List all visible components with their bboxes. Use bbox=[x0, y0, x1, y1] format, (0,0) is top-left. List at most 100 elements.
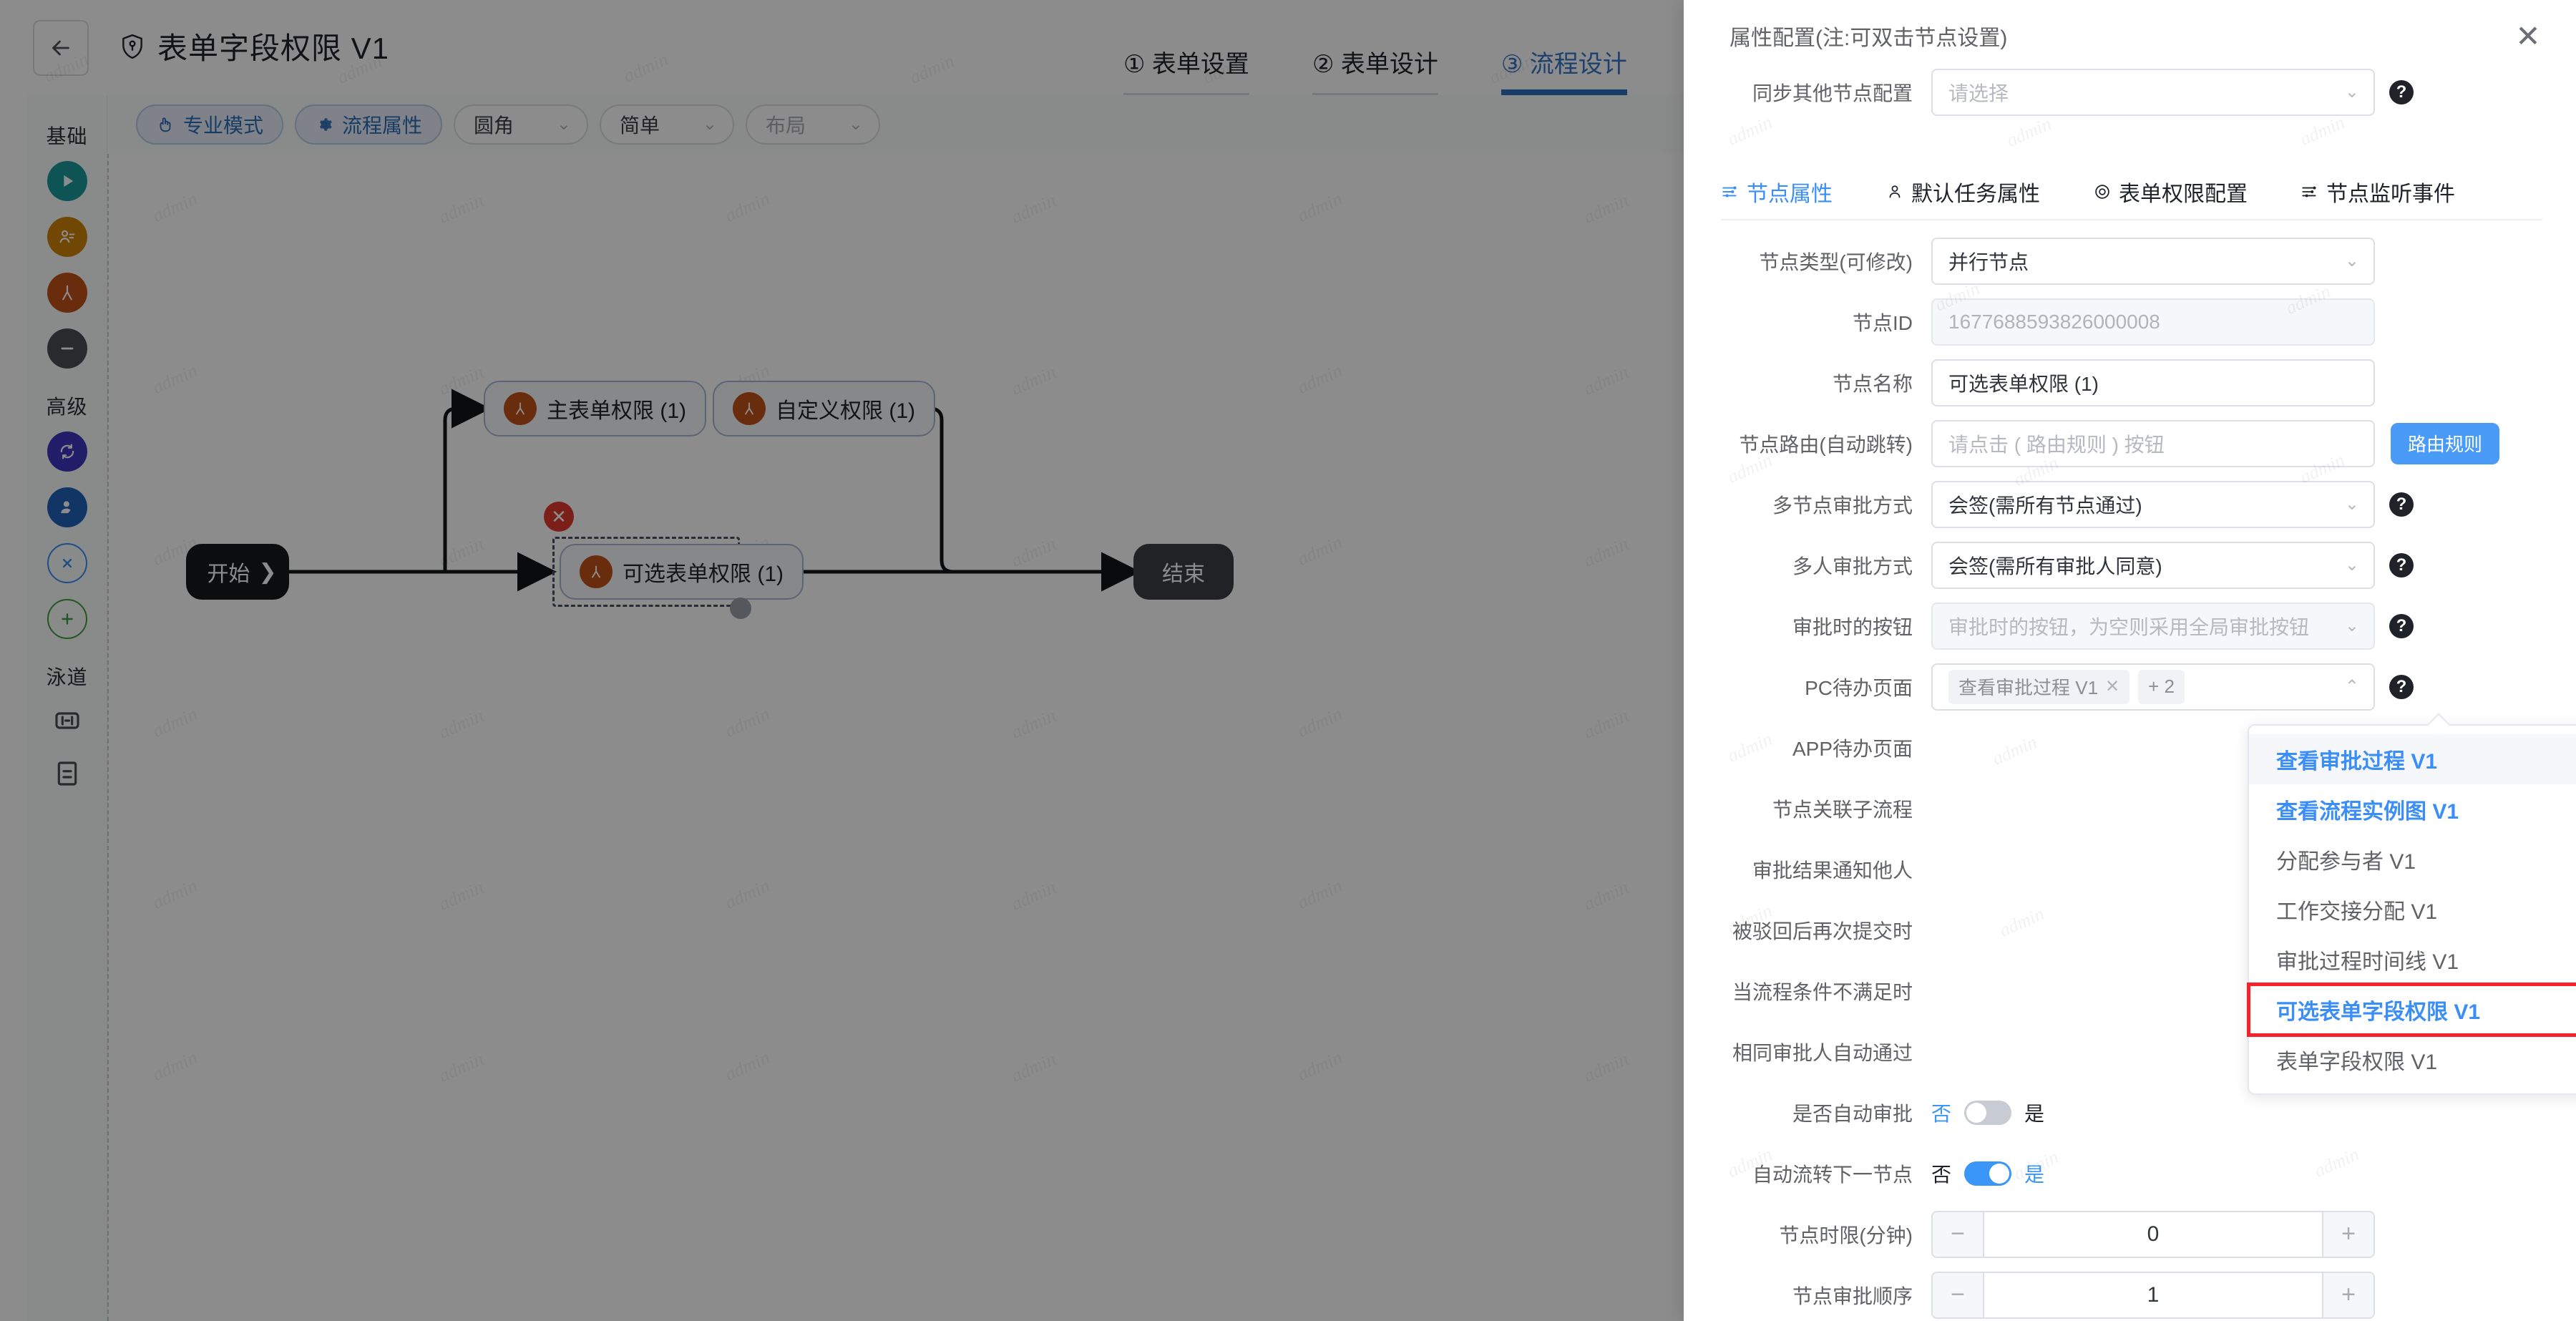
resize-handle[interactable] bbox=[730, 598, 751, 619]
tab-flow-design-label: ③ 流程设计 bbox=[1501, 51, 1627, 78]
field-multi-person-approve-label: 多人审批方式 bbox=[1792, 555, 1913, 577]
exclusive-gateway-icon[interactable] bbox=[47, 543, 87, 583]
dropdown-option-work-handover-assignment[interactable]: 工作交接分配 V1 bbox=[2249, 884, 2576, 935]
switch-knob bbox=[1966, 1102, 1987, 1123]
chevron-down-icon: ⌄ bbox=[702, 114, 718, 134]
step-tabs: ① 表单设置 ② 表单设计 ③ 流程设计 bbox=[1123, 0, 1627, 95]
switch-knob bbox=[1989, 1163, 2010, 1184]
start-node-icon[interactable] bbox=[47, 161, 87, 201]
assignee-node-icon[interactable] bbox=[47, 487, 87, 527]
sync-node-config-value: 请选择 bbox=[1948, 82, 2009, 104]
field-node-route-label: 节点路由(自动跳转) bbox=[1739, 433, 1913, 456]
app-header: 表单字段权限 V1 ① 表单设置 ② 表单设计 ③ 流程设计 admin adm… bbox=[0, 0, 1684, 95]
node-timeout-stepper: − 0 + bbox=[1931, 1210, 2375, 1258]
approve-button-placeholder: 审批时的按钮，为空则采用全局审批按钮 bbox=[1948, 615, 2310, 638]
minus-icon[interactable]: − bbox=[1933, 1272, 1984, 1317]
flow-node-start[interactable]: 开始 ❯ bbox=[186, 544, 289, 600]
sliders-icon bbox=[1722, 186, 1737, 198]
line-style-select[interactable]: 简单 ⌄ bbox=[600, 104, 735, 145]
dropdown-option-label: 工作交接分配 V1 bbox=[2276, 900, 2438, 924]
chevron-up-icon: ⌃ bbox=[2344, 676, 2359, 696]
flow-node-label: 自定义权限 (1) bbox=[776, 399, 915, 423]
tab-node-listener-events[interactable]: 节点监听事件 bbox=[2301, 176, 2455, 215]
help-icon[interactable]: ? bbox=[2389, 492, 2414, 517]
target-icon bbox=[2095, 185, 2109, 199]
rail-group-label-advanced: 高级 bbox=[46, 396, 88, 418]
tab-flow-design[interactable]: ③ 流程设计 bbox=[1501, 44, 1627, 95]
tab-underline bbox=[1312, 93, 1438, 95]
dropdown-option-form-field-permission[interactable]: 表单字段权限 V1 bbox=[2249, 1035, 2576, 1085]
field-node-route: 节点路由(自动跳转) 请点击 ( 路由规则 ) 按钮 路由规则 bbox=[1684, 413, 2576, 474]
auto-next-yes-label: 是 bbox=[2024, 1163, 2045, 1186]
end-node-icon[interactable] bbox=[47, 328, 87, 369]
dropdown-option-assign-participants[interactable]: 分配参与者 V1 bbox=[2249, 834, 2576, 884]
pc-todo-page-select[interactable]: 查看审批过程 V1 ✕ + 2 ⌃ bbox=[1931, 663, 2375, 711]
flow-properties-button[interactable]: 流程属性 bbox=[295, 104, 443, 145]
back-button[interactable] bbox=[33, 20, 89, 76]
field-notify-others-label: 审批结果通知他人 bbox=[1752, 859, 1913, 882]
tab-default-task-properties[interactable]: 默认任务属性 bbox=[1885, 176, 2040, 215]
field-node-id: 节点ID 1677688593826000008 bbox=[1684, 291, 2576, 352]
user-task-node-icon[interactable] bbox=[47, 217, 87, 257]
plus-icon[interactable]: + bbox=[2322, 1272, 2373, 1317]
dropdown-option-optional-form-field-permission[interactable]: 可选表单字段权限 V1 ✓ bbox=[2247, 983, 2576, 1037]
field-same-approver-auto-label: 相同审批人自动通过 bbox=[1732, 1041, 1913, 1064]
minus-icon[interactable]: − bbox=[1933, 1212, 1984, 1257]
flow-properties-label: 流程属性 bbox=[342, 114, 423, 137]
tab-node-properties[interactable]: 节点属性 bbox=[1721, 176, 1833, 215]
help-icon[interactable]: ? bbox=[2389, 552, 2414, 577]
flow-node-end[interactable]: 结束 bbox=[1133, 544, 1234, 600]
flow-node-custom-permission[interactable]: 自定义权限 (1) bbox=[713, 381, 935, 437]
node-type-select[interactable]: 并行节点 ⌄ bbox=[1931, 237, 2375, 285]
chevron-down-icon: ⌄ bbox=[2344, 494, 2359, 514]
node-order-value[interactable]: 1 bbox=[2147, 1282, 2160, 1307]
dropdown-option-view-approval-process[interactable]: 查看审批过程 V1 ✓ bbox=[2249, 734, 2576, 784]
tab-form-permission-config[interactable]: 表单权限配置 bbox=[2093, 176, 2248, 215]
tab-form-design[interactable]: ② 表单设计 bbox=[1312, 44, 1438, 95]
auto-approve-switch[interactable] bbox=[1964, 1100, 2012, 1125]
flow-node-optional-form-permission[interactable]: 可选表单权限 (1) bbox=[560, 544, 804, 600]
dropdown-option-approval-process-timeline[interactable]: 审批过程时间线 V1 bbox=[2249, 935, 2576, 985]
approval-node-icon[interactable] bbox=[47, 273, 87, 313]
auto-next-switch[interactable] bbox=[1964, 1161, 2012, 1186]
parallel-gateway-icon[interactable] bbox=[47, 599, 87, 639]
dropdown-option-view-process-instance-diagram[interactable]: 查看流程实例图 V1 ✓ bbox=[2249, 784, 2576, 834]
flow-canvas[interactable]: admin admin admin admin admin admin admi… bbox=[107, 154, 1684, 1321]
corner-style-select[interactable]: 圆角 ⌄ bbox=[454, 104, 589, 145]
sync-node-config-label: 同步其他节点配置 bbox=[1752, 82, 1913, 104]
close-icon[interactable]: ✕ bbox=[2515, 19, 2541, 53]
field-node-timeout-label: 节点时限(分钟) bbox=[1779, 1224, 1913, 1247]
layout-select[interactable]: 布局 ⌄ bbox=[746, 104, 881, 145]
node-name-input[interactable]: 可选表单权限 (1) bbox=[1931, 359, 2375, 406]
lane-vertical-icon[interactable] bbox=[47, 755, 87, 792]
node-route-input[interactable]: 请点击 ( 路由规则 ) 按钮 bbox=[1931, 419, 2375, 467]
dropdown-option-label: 查看流程实例图 V1 bbox=[2276, 800, 2459, 824]
node-timeout-value[interactable]: 0 bbox=[2147, 1222, 2160, 1246]
delete-node-icon[interactable]: ✕ bbox=[544, 502, 574, 532]
help-icon[interactable]: ? bbox=[2389, 80, 2414, 104]
tag-remove-icon[interactable]: ✕ bbox=[2105, 677, 2120, 696]
lane-horizontal-icon[interactable] bbox=[47, 702, 87, 739]
auto-next-no-label: 否 bbox=[1931, 1163, 1952, 1186]
layout-value: 布局 bbox=[766, 114, 806, 137]
tabs-divider bbox=[1721, 219, 2542, 220]
loop-node-icon[interactable] bbox=[47, 432, 87, 472]
approve-button-select[interactable]: 审批时的按钮，为空则采用全局审批按钮 ⌄ bbox=[1931, 602, 2375, 650]
pro-mode-button[interactable]: 专业模式 bbox=[136, 104, 284, 145]
field-pc-todo-page-label: PC待办页面 bbox=[1805, 676, 1913, 699]
sync-node-config-select[interactable]: 请选择 ⌄ bbox=[1931, 69, 2375, 116]
dropdown-option-label: 审批过程时间线 V1 bbox=[2276, 950, 2459, 974]
field-auto-next-node-label: 自动流转下一节点 bbox=[1752, 1163, 1913, 1186]
watermark: admin bbox=[2296, 112, 2348, 150]
route-rule-button[interactable]: 路由规则 bbox=[2391, 422, 2500, 464]
help-icon[interactable]: ? bbox=[2389, 613, 2414, 638]
help-icon[interactable]: ? bbox=[2389, 674, 2414, 699]
flow-node-main-form-permission[interactable]: 主表单权限 (1) bbox=[484, 381, 706, 437]
tab-form-settings[interactable]: ① 表单设置 bbox=[1123, 44, 1249, 95]
rail-group-label-lane: 泳道 bbox=[46, 666, 88, 688]
flow-node-end-label: 结束 bbox=[1162, 562, 1205, 586]
plus-icon[interactable]: + bbox=[2322, 1212, 2373, 1257]
multi-node-approve-select[interactable]: 会签(需所有节点通过) ⌄ bbox=[1931, 480, 2375, 528]
field-approve-button-label: 审批时的按钮 bbox=[1792, 615, 1913, 638]
multi-person-approve-select[interactable]: 会签(需所有审批人同意) ⌄ bbox=[1931, 541, 2375, 589]
